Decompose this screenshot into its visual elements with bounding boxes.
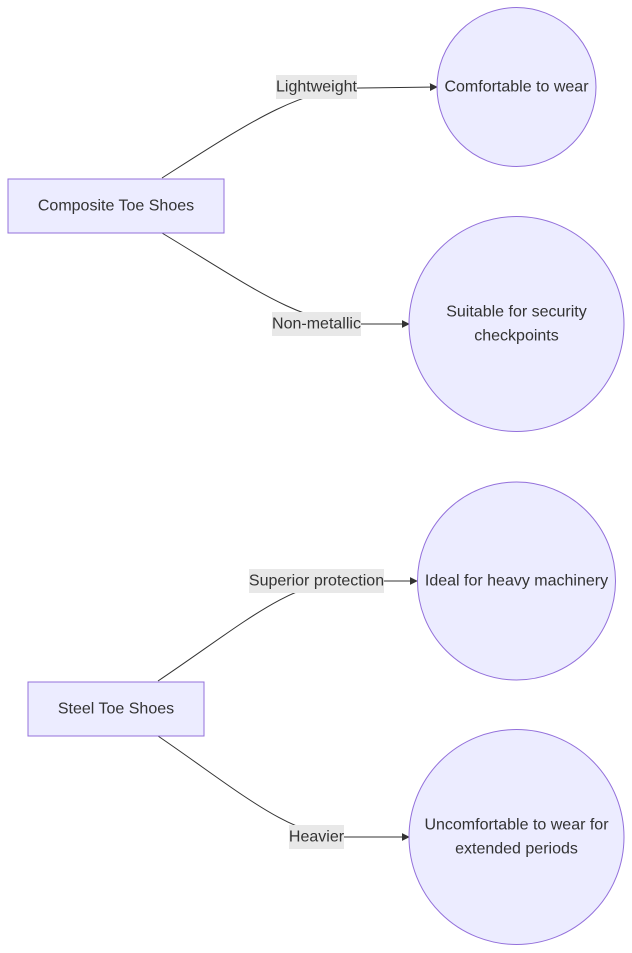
node-suitable-for-security-checkpoints: Suitable for security checkpoints xyxy=(408,216,625,432)
node-uncomfortable-to-wear-circle xyxy=(408,729,625,945)
node-composite-toe-shoes: Composite Toe Shoes xyxy=(7,178,225,234)
node-ideal-for-heavy-machinery-label: Ideal for heavy machinery xyxy=(425,573,608,590)
edge-label-non-metallic-text: Non-metallic xyxy=(272,316,361,333)
edge-labels: Lightweight Non-metallic Superior protec… xyxy=(249,75,384,849)
edge-label-heavier-text: Heavier xyxy=(289,829,345,846)
node-composite-toe-shoes-box xyxy=(7,178,225,234)
edge-label-lightweight: Lightweight xyxy=(276,75,358,99)
node-uncomfortable-to-wear-label-line-1: Uncomfortable to wear for xyxy=(424,817,609,834)
node-suitable-for-security-checkpoints-label-line-1: Suitable for security xyxy=(446,304,587,321)
edge-label-background xyxy=(289,825,344,849)
edge-superior-protection xyxy=(157,577,418,682)
edge-lightweight xyxy=(161,83,438,179)
node-ideal-for-heavy-machinery-circle xyxy=(417,481,616,681)
node-uncomfortable-to-wear: Uncomfortable to wear for extended perio… xyxy=(408,729,625,945)
node-suitable-for-security-checkpoints-label-line-2: checkpoints xyxy=(474,328,559,345)
node-comfortable-to-wear: Comfortable to wear xyxy=(436,7,597,167)
edge-non-metallic xyxy=(161,232,410,328)
edge-label-superior-protection: Superior protection xyxy=(249,569,384,593)
node-comfortable-to-wear-circle xyxy=(436,7,597,167)
node-composite-toe-shoes-label: Composite Toe Shoes xyxy=(38,198,194,215)
edge-heavier xyxy=(157,735,410,841)
node-steel-toe-shoes: Steel Toe Shoes xyxy=(27,681,205,737)
node-steel-toe-shoes-box xyxy=(27,681,205,737)
node-ideal-for-heavy-machinery: Ideal for heavy machinery xyxy=(417,481,616,681)
node-suitable-for-security-checkpoints-circle xyxy=(408,216,625,432)
node-steel-toe-shoes-label: Steel Toe Shoes xyxy=(58,701,174,718)
edge-label-heavier: Heavier xyxy=(289,825,345,849)
edge-label-background xyxy=(272,312,361,336)
edge-label-non-metallic: Non-metallic xyxy=(272,312,361,336)
edge-label-lightweight-text: Lightweight xyxy=(276,79,358,96)
edge-label-background xyxy=(249,569,384,593)
node-uncomfortable-to-wear-label-line-2: extended periods xyxy=(455,841,578,858)
edge-label-background xyxy=(276,75,357,99)
node-comfortable-to-wear-label: Comfortable to wear xyxy=(444,79,589,96)
edge-label-superior-protection-text: Superior protection xyxy=(249,573,384,590)
